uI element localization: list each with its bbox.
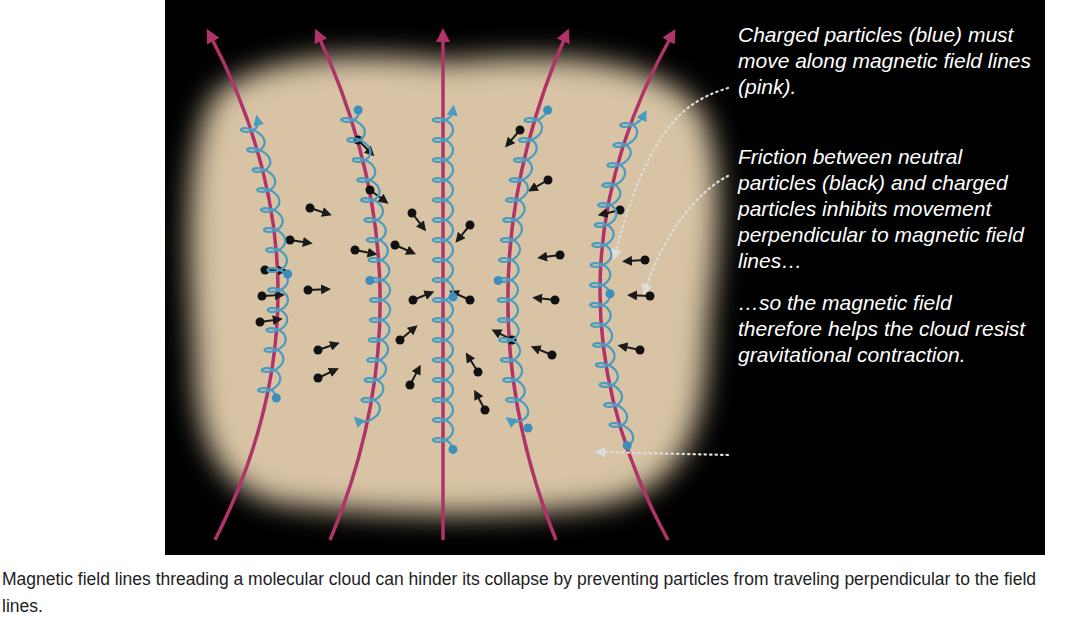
callout-text: Friction between neutral particles (blac…	[738, 144, 1038, 274]
neutral-particle	[314, 346, 323, 355]
neutral-particle	[466, 296, 475, 305]
neutral-particle	[544, 176, 553, 185]
charged-particle	[524, 424, 533, 433]
charged-particle-path	[590, 115, 644, 446]
charged-particle	[543, 106, 552, 115]
charged-particle	[623, 441, 632, 450]
charged-particle	[365, 276, 374, 285]
neutral-particles	[256, 126, 655, 415]
leader-line	[645, 176, 728, 290]
field-line	[210, 35, 278, 540]
neutral-particle	[551, 296, 560, 305]
neutral-particle	[646, 292, 655, 301]
callout-text: …so the magnetic field therefore helps t…	[738, 290, 1038, 368]
leader-line	[615, 88, 728, 255]
charged-particle-path	[241, 120, 288, 398]
charged-particle	[494, 276, 503, 285]
neutral-particle	[408, 209, 417, 218]
neutral-particle	[366, 186, 375, 195]
neutral-particle	[406, 381, 415, 390]
molecular-cloud	[190, 56, 718, 514]
charged-particle	[354, 106, 363, 115]
neutral-particle	[641, 256, 650, 265]
neutral-particle	[256, 318, 265, 327]
neutral-particle	[314, 374, 323, 383]
field-line	[441, 35, 445, 540]
neutral-particle	[351, 246, 360, 255]
neutral-particle	[286, 236, 295, 245]
charged-particle	[606, 289, 615, 298]
neutral-particle	[391, 241, 400, 250]
neutral-particle	[258, 292, 267, 301]
neutral-particle	[474, 368, 483, 377]
neutral-particle	[636, 346, 645, 355]
figure-caption: Magnetic field lines threading a molecul…	[2, 566, 1068, 620]
neutral-particle	[306, 204, 315, 213]
field-line	[318, 35, 380, 540]
leader-lines	[600, 88, 728, 455]
neutral-particle	[548, 351, 557, 360]
callout-text: Charged particles (blue) must move along…	[738, 22, 1038, 100]
charged-particle	[449, 293, 458, 302]
charged-particle	[449, 445, 458, 454]
neutral-particle	[556, 251, 565, 260]
neutral-particle	[516, 126, 525, 135]
charged-particle-path	[341, 110, 390, 422]
charged-particle-helices	[241, 106, 644, 454]
charged-particle	[272, 394, 281, 403]
neutral-particle	[409, 296, 418, 305]
black-panel	[165, 0, 1045, 555]
neutral-particle	[304, 286, 313, 295]
neutral-particle	[396, 336, 405, 345]
field-line	[600, 35, 672, 540]
charged-particle	[283, 270, 292, 279]
magnetic-field-lines	[210, 35, 672, 540]
neutral-particle	[466, 221, 475, 230]
charged-particle-path	[498, 110, 548, 422]
neutral-particle	[481, 406, 490, 415]
charged-particle-path	[433, 110, 453, 449]
leader-line	[600, 452, 728, 455]
